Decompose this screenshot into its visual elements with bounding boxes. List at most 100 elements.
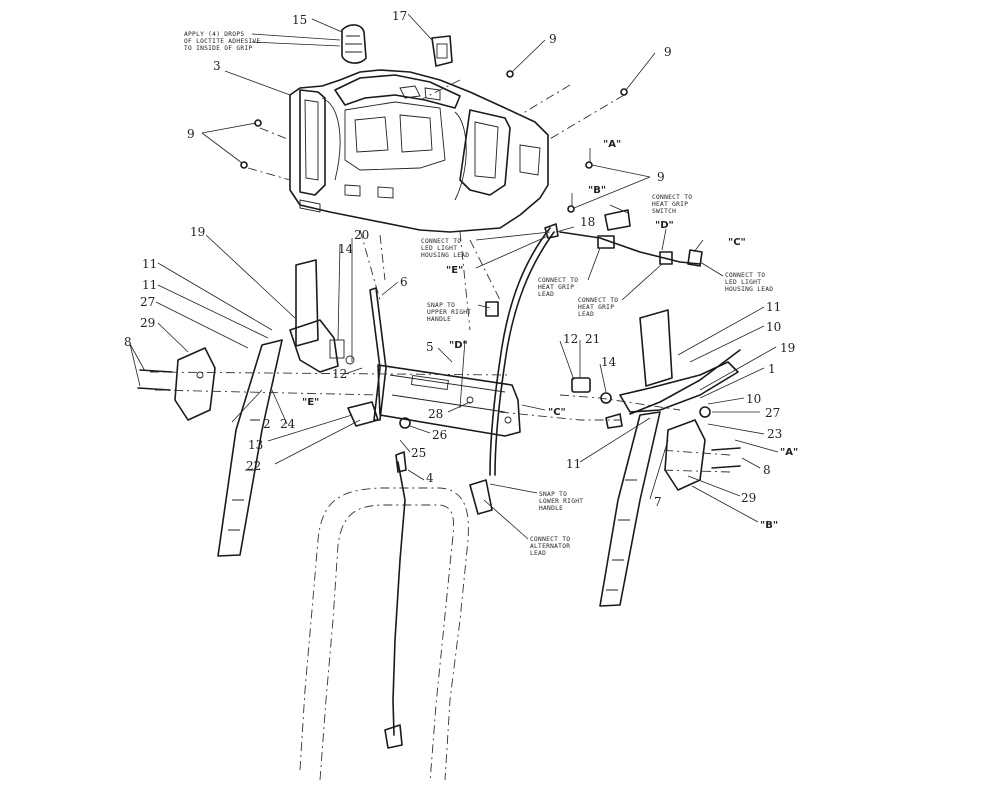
svg-text:HEAT GRIP: HEAT GRIP bbox=[578, 304, 614, 311]
svg-text:SWITCH: SWITCH bbox=[652, 208, 676, 215]
svg-text:HANDLE: HANDLE bbox=[539, 505, 563, 512]
note-heat-grip-lead-2: CONNECT TO HEAT GRIP LEAD bbox=[578, 297, 618, 318]
callout-19-b: 19 bbox=[780, 341, 795, 355]
svg-text:HOUSING LEAD: HOUSING LEAD bbox=[725, 286, 773, 293]
callout-14-b: 14 bbox=[601, 355, 617, 369]
right-handle bbox=[599, 309, 739, 607]
callout-9-d: 9 bbox=[657, 170, 665, 184]
callout-6: 6 bbox=[400, 275, 408, 289]
note-lower-right-handle: SNAP TO LOWER RIGHT HANDLE bbox=[539, 491, 583, 512]
callout-19-a: 19 bbox=[190, 225, 205, 239]
svg-text:HEAT GRIP: HEAT GRIP bbox=[538, 284, 574, 291]
callout-1: 1 bbox=[768, 362, 776, 376]
ref-A-top: "A" bbox=[603, 139, 621, 150]
note-led-housing-left: CONNECT TO LED LIGHT HOUSING LEAD bbox=[421, 238, 469, 259]
callout-11-d: 11 bbox=[566, 457, 581, 471]
ref-C-mid: "C" bbox=[548, 407, 566, 418]
dashboard-console bbox=[289, 69, 549, 233]
ref-A-right: "A" bbox=[780, 447, 798, 458]
callout-17: 17 bbox=[392, 9, 407, 23]
svg-text:HEAT GRIP: HEAT GRIP bbox=[652, 201, 688, 208]
note-heat-grip-switch: CONNECT TO HEAT GRIP SWITCH bbox=[652, 194, 692, 215]
shift-rod bbox=[347, 287, 411, 429]
callout-10-b: 10 bbox=[746, 392, 761, 406]
callout-5: 5 bbox=[426, 340, 434, 354]
svg-text:CONNECT TO: CONNECT TO bbox=[652, 194, 692, 201]
note-upper-right-handle: SNAP TO UPPER RIGHT HANDLE bbox=[427, 302, 471, 323]
svg-text:TO INSIDE OF GRIP: TO INSIDE OF GRIP bbox=[184, 45, 252, 52]
svg-text:OF LOCTITE ADHESIVE: OF LOCTITE ADHESIVE bbox=[184, 38, 260, 45]
callout-23: 23 bbox=[767, 427, 782, 441]
note-led-housing-right: CONNECT TO LED LIGHT HOUSING LEAD bbox=[725, 272, 773, 293]
callout-2: 2 bbox=[263, 417, 271, 431]
right-harness-lead bbox=[605, 349, 741, 429]
leader-lines bbox=[129, 13, 779, 540]
callout-20: 20 bbox=[354, 228, 369, 242]
svg-text:SNAP TO: SNAP TO bbox=[427, 302, 455, 309]
svg-text:CONNECT TO: CONNECT TO bbox=[530, 536, 570, 543]
callout-15: 15 bbox=[292, 13, 307, 27]
control-cable bbox=[384, 451, 407, 749]
note-loctite: APPLY (4) DROPS OF LOCTITE ADHESIVE TO I… bbox=[184, 31, 260, 52]
ref-E-mid: "E" bbox=[302, 397, 319, 408]
svg-text:HOUSING LEAD: HOUSING LEAD bbox=[421, 252, 469, 259]
cross-handle-bracket bbox=[377, 364, 521, 437]
note-alternator: CONNECT TO ALTERNATOR LEAD bbox=[530, 536, 570, 557]
svg-text:ALTERNATOR: ALTERNATOR bbox=[530, 543, 570, 550]
callout-27-a: 27 bbox=[140, 295, 155, 309]
callout-27-b: 27 bbox=[765, 406, 780, 420]
callout-7: 7 bbox=[654, 495, 662, 509]
right-spacer-parts bbox=[571, 377, 711, 418]
callout-29-a: 29 bbox=[140, 316, 155, 330]
ref-D-top: "D" bbox=[655, 220, 674, 231]
callout-4: 4 bbox=[426, 471, 434, 485]
wire-harness bbox=[469, 209, 703, 515]
svg-text:APPLY (4) DROPS: APPLY (4) DROPS bbox=[184, 31, 244, 38]
svg-text:LEAD: LEAD bbox=[530, 550, 546, 557]
callout-26: 26 bbox=[432, 428, 447, 442]
note-heat-grip-lead-1: CONNECT TO HEAT GRIP LEAD bbox=[538, 277, 578, 298]
part-17-switch bbox=[431, 35, 453, 67]
callout-22: 22 bbox=[246, 459, 261, 473]
svg-text:LED LIGHT: LED LIGHT bbox=[421, 245, 457, 252]
callout-25: 25 bbox=[411, 446, 426, 460]
callout-28: 28 bbox=[428, 407, 443, 421]
ref-C-top: "C" bbox=[728, 237, 746, 248]
callout-9-c: 9 bbox=[187, 127, 195, 141]
assembly-centerlines bbox=[149, 79, 731, 473]
svg-text:CONNECT TO: CONNECT TO bbox=[421, 238, 461, 245]
ref-D-mid: "D" bbox=[449, 340, 468, 351]
callout-11-c: 11 bbox=[766, 300, 781, 314]
svg-text:HANDLE: HANDLE bbox=[427, 316, 451, 323]
svg-text:CONNECT TO: CONNECT TO bbox=[725, 272, 765, 279]
callout-10-a: 10 bbox=[766, 320, 781, 334]
svg-text:SNAP TO: SNAP TO bbox=[539, 491, 567, 498]
left-bolts-8 bbox=[137, 369, 173, 391]
svg-text:LEAD: LEAD bbox=[578, 311, 594, 318]
right-mounting-bracket bbox=[664, 419, 706, 491]
callout-8-b: 8 bbox=[763, 463, 771, 477]
callout-3: 3 bbox=[213, 59, 221, 73]
svg-text:CONNECT TO: CONNECT TO bbox=[538, 277, 578, 284]
callout-11-a: 11 bbox=[142, 257, 157, 271]
lower-handle-ghost bbox=[299, 487, 469, 783]
svg-text:CONNECT TO: CONNECT TO bbox=[578, 297, 618, 304]
callout-12-a: 12 bbox=[332, 367, 347, 381]
callout-14-a: 14 bbox=[338, 242, 354, 256]
left-handle bbox=[217, 259, 355, 557]
svg-text:UPPER RIGHT: UPPER RIGHT bbox=[427, 309, 471, 316]
svg-text:LEAD: LEAD bbox=[538, 291, 554, 298]
callout-21: 21 bbox=[585, 332, 600, 346]
left-mounting-bracket bbox=[174, 347, 216, 421]
callout-11-b: 11 bbox=[142, 278, 157, 292]
ref-E-top: "E" bbox=[446, 265, 463, 276]
fasteners-9 bbox=[240, 70, 628, 213]
callout-9-b: 9 bbox=[664, 45, 672, 59]
ref-B-right: "B" bbox=[760, 520, 778, 531]
callout-29-b: 29 bbox=[741, 491, 756, 505]
callout-9-a: 9 bbox=[549, 32, 557, 46]
svg-text:LOWER RIGHT: LOWER RIGHT bbox=[539, 498, 583, 505]
callout-13: 13 bbox=[248, 438, 263, 452]
